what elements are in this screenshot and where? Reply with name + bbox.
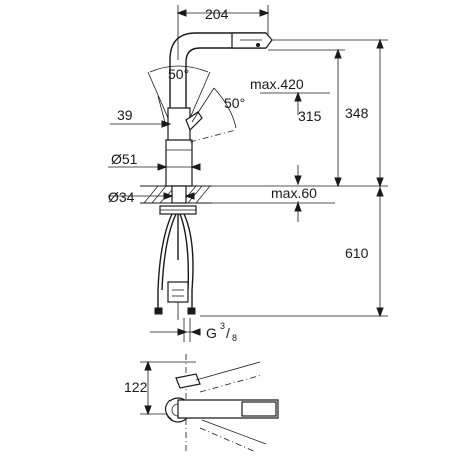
swivel-angle-label: 50° [168,66,189,82]
vertical-dimensions [200,38,388,318]
tilt-angle-label: 50° [224,95,245,111]
top-view-depth-label: 122 [124,379,148,395]
max-height-label: max.420 [250,76,304,92]
faucet-side-view [165,32,273,187]
max-counter-thickness-label: max.60 [271,185,317,201]
supply-hoses [150,213,201,342]
countertop-section [108,185,212,215]
thread-slash: / [226,325,230,341]
hose-length-label: 610 [345,245,369,261]
angle-indicators [110,65,237,143]
spout-height-label: 315 [298,108,322,124]
lever-offset-label: 39 [117,107,133,123]
base-diameter-label: Ø51 [111,151,138,167]
thread-letter: G [206,325,217,341]
diameter-51 [108,163,201,171]
thread-size-label: G 3 / 8 [206,321,237,343]
hole-diameter-label: Ø34 [108,189,135,205]
thread-denominator: 8 [232,333,237,343]
reach-dimension [176,5,270,60]
thread-numerator: 3 [220,321,225,331]
reach-label: 204 [205,6,229,22]
total-height-label: 348 [345,105,369,121]
faucet-top-view [140,354,279,453]
